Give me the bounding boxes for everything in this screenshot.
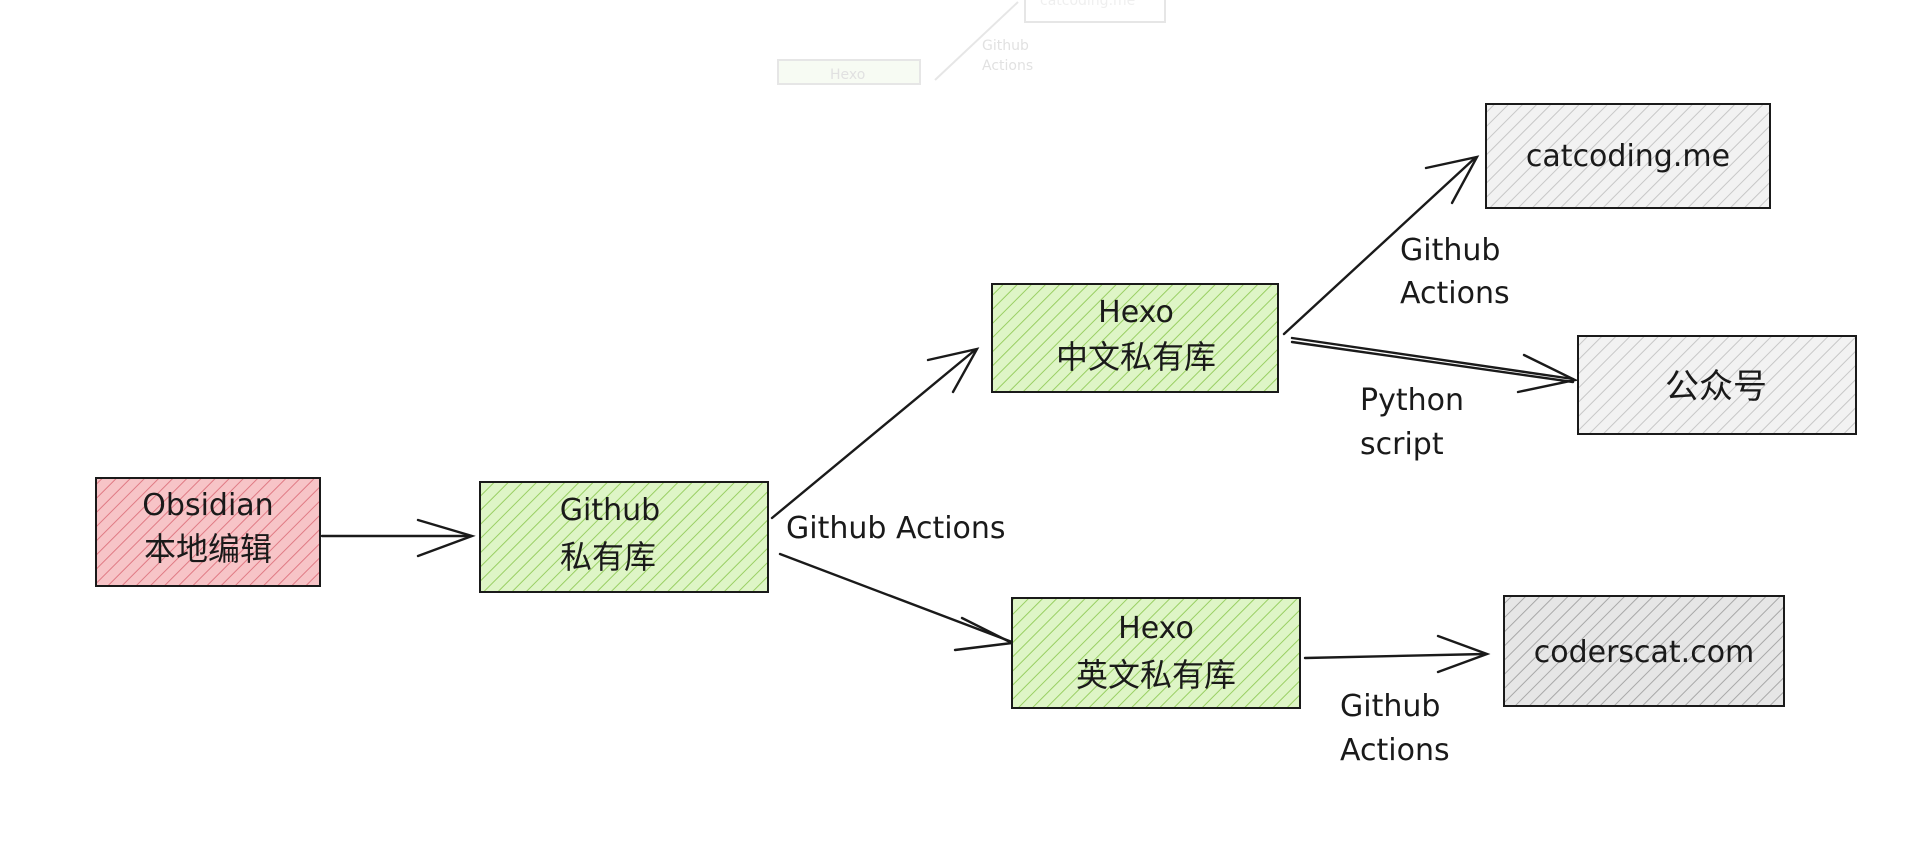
edge-label-wechat-line2: script bbox=[1360, 427, 1444, 462]
ghost-edge-label-1: Github bbox=[982, 38, 1029, 54]
node-hexo-en: Hexo 英文私有库 bbox=[1011, 597, 1301, 709]
node-github-title: Github bbox=[560, 493, 660, 528]
ghost-box-top-label: catcoding.me bbox=[1040, 0, 1135, 9]
node-hexo-cn-subtitle: 中文私有库 bbox=[1056, 338, 1216, 376]
node-hexo-en-subtitle: 英文私有库 bbox=[1076, 656, 1236, 694]
node-wechat-label: 公众号 bbox=[1665, 367, 1767, 407]
ghost-fragment: catcoding.me Hexo Github Actions bbox=[777, 0, 1166, 85]
node-obsidian-title: Obsidian bbox=[142, 488, 273, 523]
node-catcoding-label: catcoding.me bbox=[1526, 139, 1730, 174]
node-hexo-en-title: Hexo bbox=[1118, 611, 1194, 646]
node-github: Github 私有库 bbox=[479, 481, 769, 593]
edge-label-catcoding-line2: Actions bbox=[1400, 276, 1510, 311]
node-obsidian: Obsidian 本地编辑 bbox=[95, 477, 321, 587]
edge-label-github-actions-main: Github Actions bbox=[786, 511, 1006, 546]
node-coderscat-label: coderscat.com bbox=[1534, 635, 1755, 670]
edge-label-wechat-line1: Python bbox=[1360, 383, 1464, 418]
arrows bbox=[320, 155, 1579, 674]
node-github-subtitle: 私有库 bbox=[560, 538, 656, 576]
ghost-box-top bbox=[1024, 0, 1166, 23]
edge-label-catcoding-line1: Github bbox=[1400, 233, 1500, 268]
node-obsidian-subtitle: 本地编辑 bbox=[144, 530, 272, 568]
node-coderscat: coderscat.com bbox=[1503, 595, 1785, 707]
ghost-arrow bbox=[934, 1, 1019, 81]
ghost-box-hexo-label: Hexo bbox=[830, 67, 865, 83]
arrow-github-to-hexo-en bbox=[778, 552, 1017, 652]
edge-label-coderscat-line1: Github bbox=[1340, 689, 1440, 724]
arrow-obsidian-to-github bbox=[320, 518, 476, 558]
node-catcoding: catcoding.me bbox=[1485, 103, 1771, 209]
node-wechat: 公众号 bbox=[1577, 335, 1857, 435]
node-hexo-cn-title: Hexo bbox=[1098, 295, 1174, 330]
ghost-edge-label-2: Actions bbox=[982, 58, 1033, 74]
edge-label-coderscat-line2: Actions bbox=[1340, 733, 1450, 768]
arrow-hexo-cn-to-catcoding bbox=[1282, 155, 1480, 336]
ghost-box-hexo bbox=[777, 59, 921, 85]
arrow-hexo-en-to-coderscat bbox=[1303, 634, 1491, 674]
arrow-hexo-cn-to-wechat bbox=[1290, 336, 1579, 394]
arrow-github-to-hexo-cn bbox=[770, 347, 980, 520]
node-hexo-cn: Hexo 中文私有库 bbox=[991, 283, 1279, 393]
